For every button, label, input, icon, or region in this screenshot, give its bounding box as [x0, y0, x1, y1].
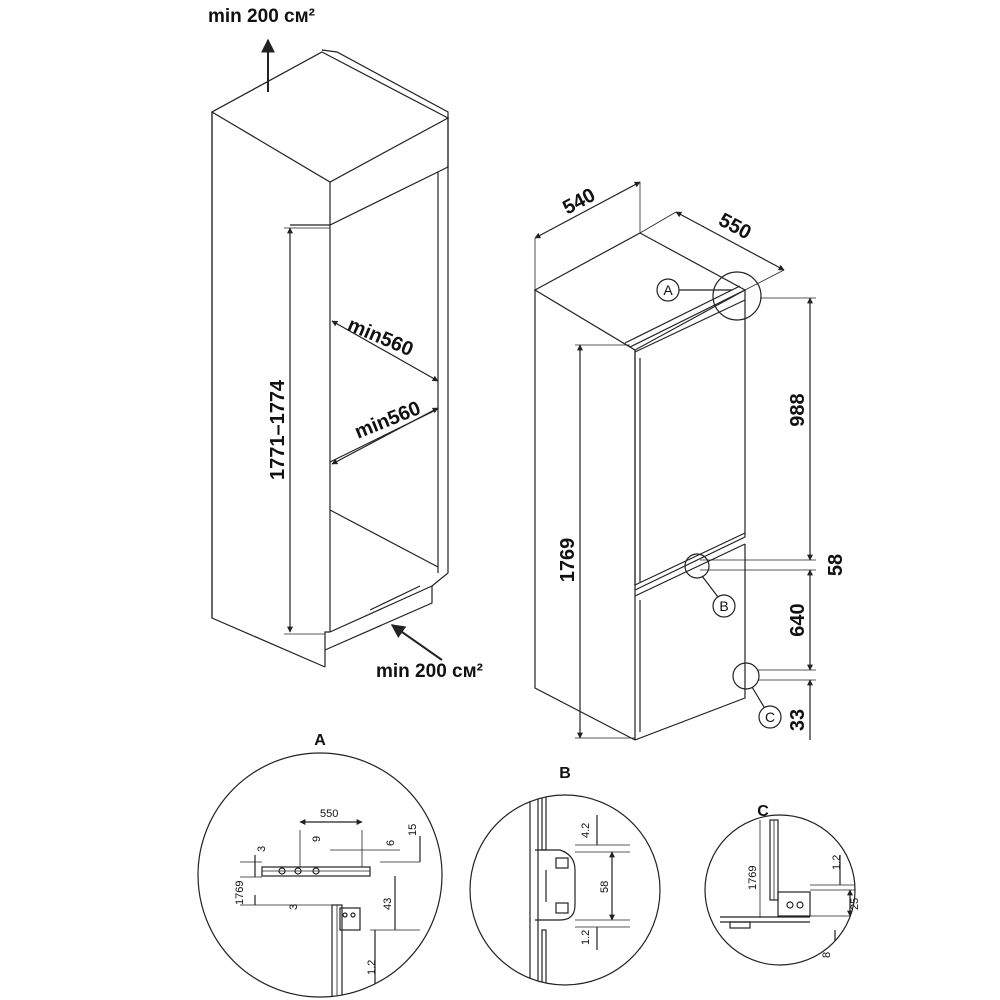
b-dim-1-2: 1.2	[580, 930, 592, 945]
a-dim-43: 43	[382, 898, 394, 910]
c-dim-1-2: 1.2	[831, 855, 843, 870]
a-dim-6: 6	[385, 840, 397, 846]
fridge-height-label: 1769	[557, 538, 579, 583]
niche-width-label: min560	[344, 314, 416, 361]
b-dim-4-2: 4.2	[580, 823, 592, 838]
niche-cabinet	[210, 49, 450, 668]
a-dim-3-top: 3	[256, 846, 268, 852]
bottom-gap-label: 33	[787, 709, 809, 731]
detail-a-title: A	[314, 732, 326, 749]
vent-bottom-arrow	[390, 624, 443, 661]
c-dim-8: 8	[821, 952, 833, 958]
a-dim-15: 15	[407, 824, 419, 836]
svg-text:B: B	[719, 598, 728, 614]
a-dim-1-2: 1.2	[366, 960, 378, 975]
a-dim-1769: 1769	[234, 881, 246, 905]
niche-width-dimension: min560	[331, 314, 439, 382]
callout-b-badge: B	[701, 575, 736, 618]
c-dim-1769: 1769	[747, 866, 759, 890]
gap-label: 58	[825, 554, 847, 576]
vent-bottom-label: min 200 см²	[376, 661, 483, 682]
callout-a-badge: A	[656, 278, 732, 302]
fridge-right-dimensions: 988 58 640 33	[700, 297, 847, 740]
fridge-depth-label: 540	[559, 184, 599, 219]
callout-b-circle	[684, 553, 710, 579]
a-dim-550: 550	[320, 808, 338, 820]
c-dim-25: 25	[849, 898, 861, 910]
a-dim-9: 9	[311, 836, 323, 842]
callout-a-circle	[712, 271, 762, 321]
detail-b: 4.2 58 1.2	[469, 794, 661, 986]
a-dim-3-bottom: 3	[288, 904, 300, 910]
detail-c: 1769 1.2 25 8	[704, 814, 861, 966]
fridge-width-dimension: 550	[639, 209, 785, 291]
niche-height-dimension: 1771–1774	[267, 227, 330, 635]
fridge-body	[533, 232, 747, 741]
b-dim-58: 58	[599, 881, 611, 893]
detail-a: 550 9 6 15 3 3 1769 43 1.2	[197, 752, 443, 998]
fridge-width-label: 550	[715, 209, 755, 244]
lower-door-label: 640	[787, 603, 809, 636]
detail-b-title: B	[559, 765, 571, 782]
vent-top-label: min 200 см²	[208, 6, 315, 27]
callout-c-circle	[732, 662, 760, 690]
niche-depth-label: min560	[352, 397, 424, 443]
fridge-height-dimension: 1769	[557, 344, 635, 739]
callout-c-badge: C	[751, 686, 782, 729]
niche-height-label: 1771–1774	[267, 379, 289, 480]
svg-text:A: A	[663, 282, 673, 298]
upper-door-label: 988	[787, 393, 809, 426]
niche-depth-dimension: min560	[331, 397, 439, 465]
svg-text:C: C	[765, 709, 775, 725]
